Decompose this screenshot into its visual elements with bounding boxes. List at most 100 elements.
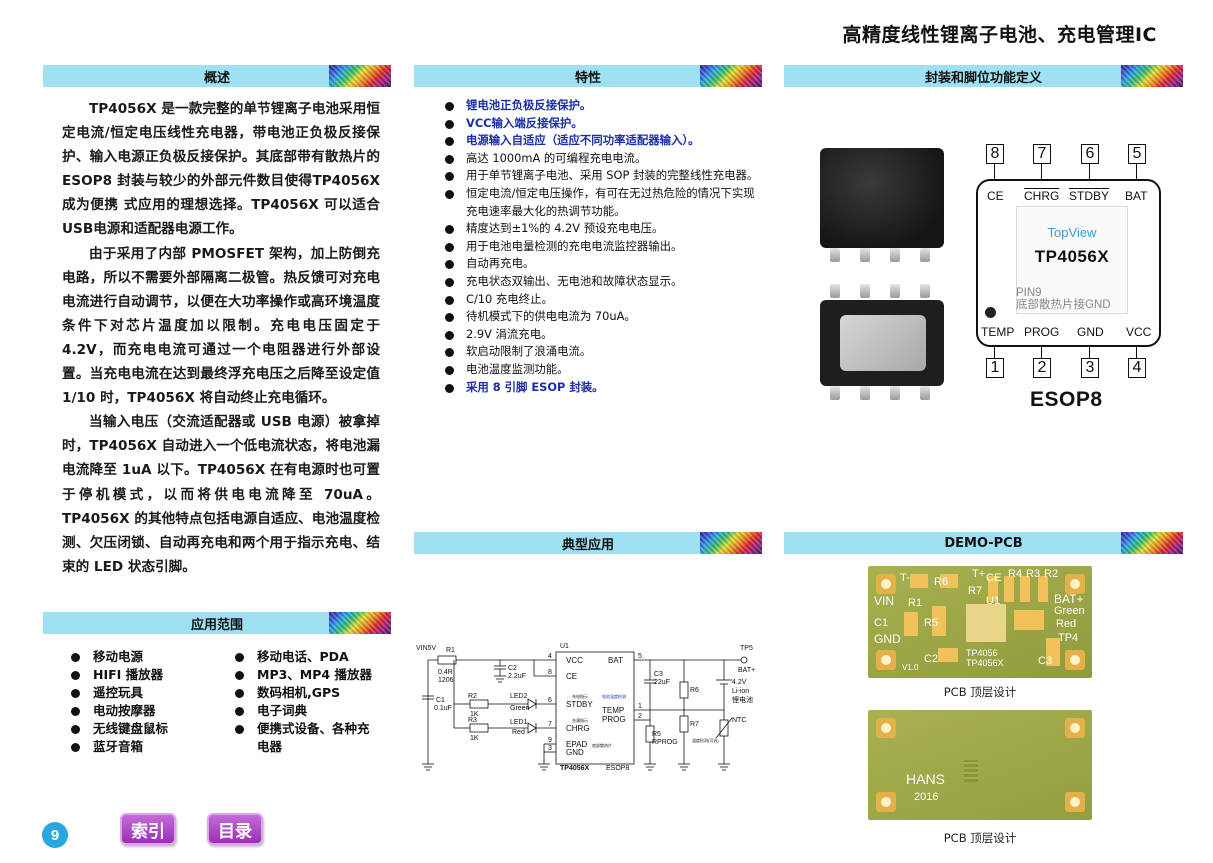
pin9-line2: 底部散热片接GND xyxy=(1016,299,1111,311)
feature-item: 精度达到±1%的 4.2V 预设充电电压。 xyxy=(444,220,764,238)
pin1-marker xyxy=(985,307,996,318)
feature-item: 2.9V 涓流充电。 xyxy=(444,326,764,344)
pcb-label: Green xyxy=(1054,605,1085,617)
pcb-top-layer: T- R6 T+ CE R4 R3 R2 VIN R1 R7 U1 BAT+ G… xyxy=(868,566,1092,678)
schematic-label: NTC xyxy=(732,717,746,724)
package-name: ESOP8 xyxy=(1030,388,1103,411)
feature-item: 电池温度监测功能。 xyxy=(444,361,764,379)
package-outline: CE CHRG STDBY BAT TopView TP4056X PIN9 底… xyxy=(976,179,1161,347)
chip-lead xyxy=(920,248,930,262)
list-item: 电子词典 xyxy=(232,702,372,720)
list-item: 蓝牙音箱 xyxy=(68,738,218,756)
list-item: 移动电源 xyxy=(68,648,218,666)
feature-item: 用于单节锂离子电池、采用 SOP 封装的完整线性充电器。 xyxy=(444,167,764,185)
schematic-label: 9 xyxy=(548,737,552,744)
pin-label-chrg: CHRG xyxy=(1024,189,1060,203)
pcb-label: VIN xyxy=(874,594,895,608)
schematic-label: R7 xyxy=(690,721,699,728)
schematic-label: 22uF xyxy=(654,679,670,686)
feature-item: C/10 充电终止。 xyxy=(444,291,764,309)
index-button[interactable]: 索引 xyxy=(120,813,176,845)
pin-label-stdby: STDBY xyxy=(1069,189,1110,203)
schematic-label: R3 xyxy=(468,717,477,724)
pcb-label: TP4 xyxy=(1058,632,1079,644)
overview-paragraph: 当输入电压（交流适配器或 USB 电源）被拿掉时，TP4056X 自动进入一个低… xyxy=(62,414,380,575)
rainbow-decoration xyxy=(329,612,391,634)
pin9-line1: PIN9 xyxy=(1016,287,1042,299)
schematic-label: RPROG xyxy=(652,739,678,746)
schematic-label: 2 xyxy=(638,713,642,720)
feature-item: 采用 8 引脚 ESOP 封装。 xyxy=(444,379,764,397)
page-title: 高精度线性锂离子电池、充电管理IC xyxy=(842,24,1157,46)
schematic-pin: EPAD xyxy=(566,740,587,749)
schematic-label: R1 xyxy=(446,647,455,654)
pcb-label: C3 xyxy=(1038,655,1053,667)
schematic-label: 6 xyxy=(548,697,552,704)
pcb-label: TP4056X xyxy=(966,658,1004,668)
pin-number: 2 xyxy=(1033,358,1051,378)
pcb-label: V1.0 xyxy=(902,663,919,672)
schematic-label: 4.2V xyxy=(732,679,747,686)
schematic-pin: CHRG xyxy=(566,724,590,733)
rainbow-decoration xyxy=(329,65,391,87)
schematic-label: 1K xyxy=(470,735,479,742)
schematic-note: 底部散热片 xyxy=(592,742,612,748)
schematic-label: 7 xyxy=(548,721,552,728)
feature-item: VCC输入端反接保护。 xyxy=(444,115,764,133)
pcb-bottom-layer: HANS 2016 xyxy=(868,710,1092,820)
feature-item: 用于电池电量检测的充电电流监控器输出。 xyxy=(444,238,764,256)
schematic-label: 1 xyxy=(638,703,642,710)
schematic-label: R2 xyxy=(468,693,477,700)
schematic-pin: TEMP xyxy=(602,706,624,715)
pin-label-bat: BAT xyxy=(1125,189,1148,203)
pcb-label: T+ xyxy=(972,568,986,580)
list-item: 移动电话、PDA xyxy=(232,648,372,666)
chip-lead xyxy=(860,284,870,298)
pin-label-prog: PROG xyxy=(1024,325,1060,339)
pcb-label: U1 xyxy=(986,595,1001,607)
schematic-label: 5 xyxy=(638,653,642,660)
pcb-label: C2 xyxy=(924,653,939,665)
pin-number: 3 xyxy=(1081,358,1099,378)
schematic-label: 8 xyxy=(548,669,552,676)
pcb-top-caption: PCB 顶层设计 xyxy=(943,685,1017,699)
overview-paragraph: TP4056X 是一款完整的单节锂离子电池采用恒定电流/恒定电压线性充电器，带电… xyxy=(62,101,380,238)
section-title: 封装和脚位功能定义 xyxy=(924,70,1042,86)
schematic-label: Red xyxy=(512,729,525,736)
schematic-note: 充电指示 xyxy=(572,693,588,699)
feature-item: 待机模式下的供电电流为 70uA。 xyxy=(444,308,764,326)
feature-item: 自动再充电。 xyxy=(444,255,764,273)
pcb-label: R2 xyxy=(1044,568,1059,580)
section-title: 特性 xyxy=(574,70,601,86)
pcb-label: R7 xyxy=(968,585,983,597)
section-header-demo-pcb: DEMO-PCB xyxy=(784,532,1183,554)
list-item: 无线键盘鼠标 xyxy=(68,720,218,738)
pin-label-vcc: VCC xyxy=(1126,325,1152,339)
chip-lead xyxy=(890,386,900,400)
schematic-label: 4 xyxy=(548,653,552,660)
section-header-features: 特性 xyxy=(414,65,762,87)
overview-text: TP4056X 是一款完整的单节锂离子电池采用恒定电流/恒定电压线性充电器，带电… xyxy=(62,97,380,579)
overview-paragraph: 由于采用了内部 PMOSFET 架构，加上防倒充电路，所以不需要外部隔离二极管。… xyxy=(62,245,380,407)
schematic-pin: STDBY xyxy=(566,700,593,709)
pcb-label: R5 xyxy=(924,617,939,629)
features-list: 锂电池正负极反接保护。VCC输入端反接保护。电源输入自适应（适应不同功率适配器输… xyxy=(444,97,764,396)
applications-list-right: 移动电话、PDA MP3、MP4 播放器 数码相机,GPS 电子词典 便携式设备… xyxy=(232,648,372,757)
schematic-label: Green xyxy=(510,705,530,712)
pcb-label: TP4056 xyxy=(966,648,998,658)
pin-number: 4 xyxy=(1128,358,1146,378)
schematic-label: C1 xyxy=(436,697,445,704)
pin-number: 5 xyxy=(1128,144,1146,164)
list-item: MP3、MP4 播放器 xyxy=(232,666,372,684)
thermal-pad xyxy=(840,315,926,371)
schematic-pin: GND xyxy=(566,748,584,757)
pin-number: 8 xyxy=(986,144,1004,164)
feature-item: 高达 1000mA 的可编程充电电流。 xyxy=(444,150,764,168)
rainbow-decoration xyxy=(700,532,762,554)
schematic-label: LED1 xyxy=(510,719,528,726)
feature-item: 软启动限制了浪涌电流。 xyxy=(444,343,764,361)
rainbow-decoration xyxy=(1121,532,1183,554)
contents-button[interactable]: 目录 xyxy=(207,813,263,845)
view-label: TopView xyxy=(1047,225,1097,240)
section-header-applications: 应用范围 xyxy=(43,612,391,634)
